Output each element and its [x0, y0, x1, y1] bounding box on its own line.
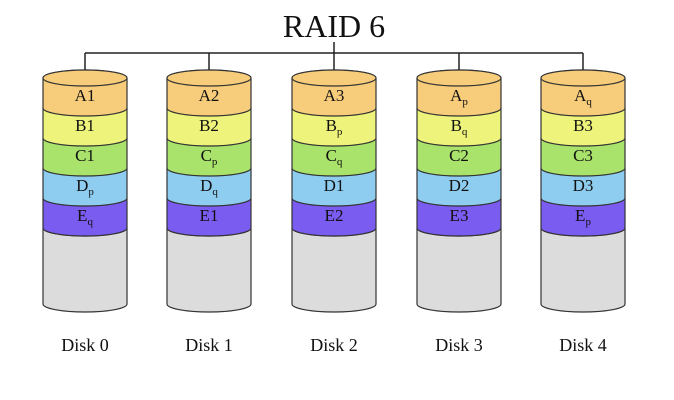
block-label: Aq — [574, 86, 592, 108]
block-label-main: B — [199, 116, 210, 135]
block-label: B2 — [199, 116, 219, 135]
block-label-main: B — [451, 116, 462, 135]
block-label: A2 — [199, 86, 220, 105]
diagram-title: RAID 6 — [283, 8, 385, 44]
block-label-main: E — [77, 206, 87, 225]
block-label-subscript: p — [337, 126, 343, 138]
block-label-main: B — [326, 116, 337, 135]
block-label-main: C — [449, 146, 460, 165]
block-label: D1 — [324, 176, 345, 195]
disk-top-cap — [540, 69, 626, 87]
block-label: E1 — [200, 206, 219, 225]
disk-empty-space — [42, 227, 128, 313]
block-label-main: D — [449, 176, 461, 195]
block-label-main: A — [450, 86, 463, 105]
block-label-main: D — [200, 176, 212, 195]
disk-label: Disk 1 — [185, 335, 233, 355]
block-label-main: A — [199, 86, 212, 105]
block-label: Cp — [201, 146, 218, 168]
block-label: C2 — [449, 146, 469, 165]
block-label: A3 — [324, 86, 345, 105]
block-label: B1 — [75, 116, 95, 135]
disk-empty-space — [166, 227, 252, 313]
block-label-index: 1 — [210, 206, 219, 225]
block-label: Cq — [326, 146, 343, 168]
block-label-index: 3 — [585, 176, 594, 195]
disk-empty-space — [291, 227, 377, 313]
block-label-main: C — [573, 146, 584, 165]
block-label-index: 3 — [584, 146, 593, 165]
block-label-main: E — [325, 206, 335, 225]
block-label-subscript: q — [586, 96, 592, 108]
block-label-subscript: q — [462, 126, 468, 138]
block-label: E3 — [450, 206, 469, 225]
block-label-subscript: p — [462, 96, 468, 108]
block-label-index: 2 — [335, 206, 344, 225]
disk-top-cap — [416, 69, 502, 87]
block-label-index: 3 — [584, 116, 593, 135]
block-label: Dq — [200, 176, 218, 198]
block-label-index: 2 — [461, 176, 470, 195]
block-label-main: A — [75, 86, 88, 105]
block-label-main: D — [76, 176, 88, 195]
block-label-subscript: p — [88, 186, 94, 198]
block-label-main: C — [201, 146, 212, 165]
disk-label: Disk 2 — [310, 335, 358, 355]
block-label-index: 1 — [86, 146, 95, 165]
block-label-subscript: p — [212, 156, 218, 168]
block-label: D2 — [449, 176, 470, 195]
block-label-subscript: q — [87, 216, 93, 228]
block-label: Bp — [326, 116, 343, 138]
block-label: C1 — [75, 146, 95, 165]
block-label-index: 2 — [210, 116, 219, 135]
block-label-main: D — [324, 176, 336, 195]
block-label-index: 1 — [86, 116, 95, 135]
disk-top-cap — [291, 69, 377, 87]
block-label-main: A — [324, 86, 337, 105]
disk-label: Disk 3 — [435, 335, 483, 355]
block-label: D3 — [573, 176, 594, 195]
block-label-main: B — [573, 116, 584, 135]
block-label: A1 — [75, 86, 96, 105]
block-label-main: C — [75, 146, 86, 165]
block-label-subscript: q — [212, 186, 218, 198]
block-label: Eq — [77, 206, 93, 228]
block-label-main: A — [574, 86, 587, 105]
block-label-main: E — [575, 206, 585, 225]
block-label-index: 3 — [336, 86, 345, 105]
block-label-main: B — [75, 116, 86, 135]
block-label: Bq — [451, 116, 468, 138]
block-label-index: 3 — [460, 206, 469, 225]
block-label-main: E — [450, 206, 460, 225]
disk-empty-space — [416, 227, 502, 313]
disk-label: Disk 0 — [61, 335, 109, 355]
block-label-index: 2 — [211, 86, 220, 105]
block-label: Dp — [76, 176, 94, 198]
block-label-subscript: q — [337, 156, 343, 168]
block-label: Ap — [450, 86, 468, 108]
block-label-main: D — [573, 176, 585, 195]
disk-label: Disk 4 — [559, 335, 607, 355]
disk-empty-space — [540, 227, 626, 313]
disk-top-cap — [166, 69, 252, 87]
block-label-main: E — [200, 206, 210, 225]
block-label: C3 — [573, 146, 593, 165]
disk-top-cap — [42, 69, 128, 87]
block-label-index: 1 — [87, 86, 96, 105]
block-label-subscript: p — [585, 216, 591, 228]
block-label-index: 2 — [460, 146, 469, 165]
block-label-index: 1 — [336, 176, 345, 195]
block-label: E2 — [325, 206, 344, 225]
block-label-main: C — [326, 146, 337, 165]
block-label: B3 — [573, 116, 593, 135]
block-label: Ep — [575, 206, 591, 228]
bus-connector — [84, 42, 584, 78]
